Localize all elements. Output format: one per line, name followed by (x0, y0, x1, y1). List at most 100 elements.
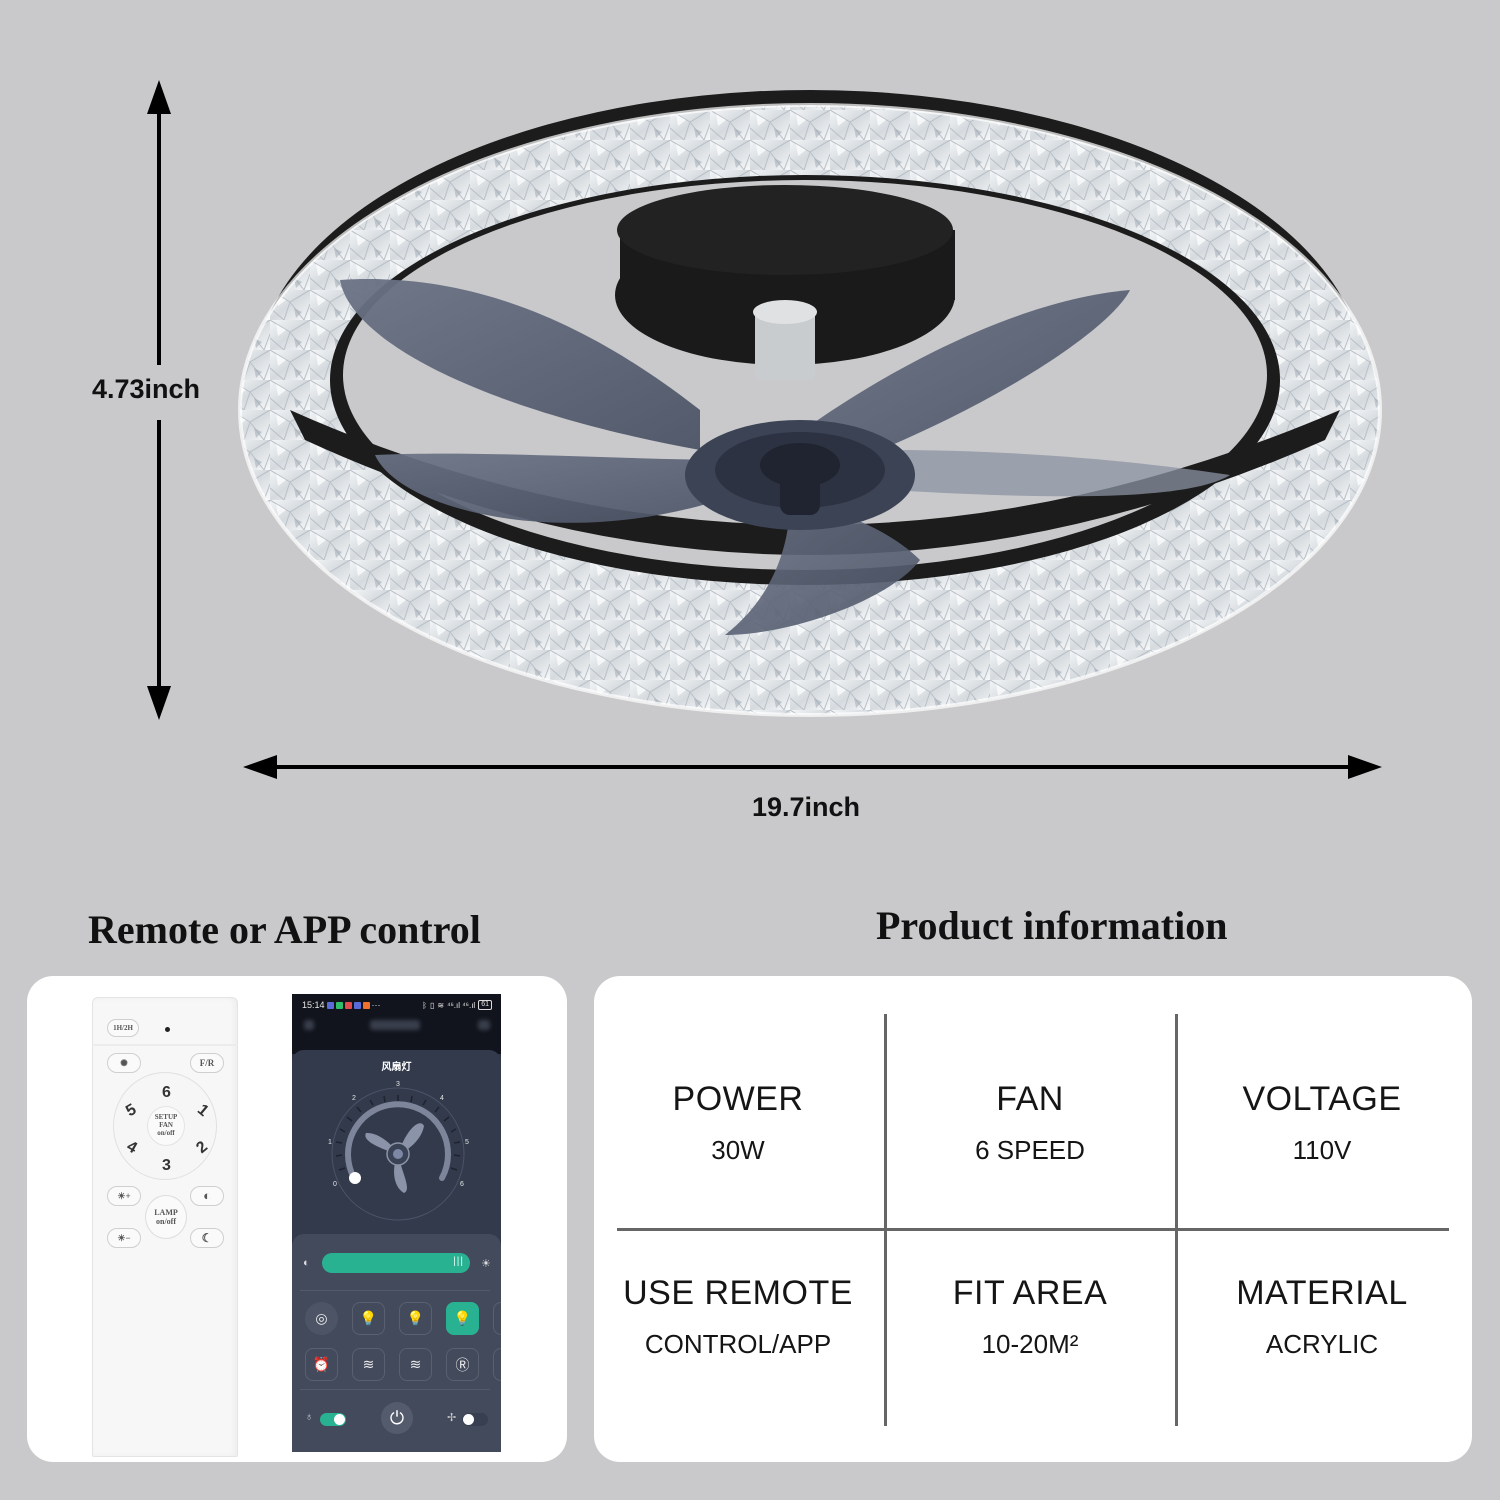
bluetooth-icon: ᛒ (422, 1000, 427, 1010)
panel-divider (300, 1389, 490, 1390)
bulb-y-icon: 💡 (406, 1310, 425, 1326)
spec-label: USE REMOTE (623, 1274, 853, 1312)
timer-tile[interactable]: ⏰ (305, 1348, 338, 1381)
neutral-light-tile[interactable]: 💡 (446, 1302, 479, 1335)
signal-icon: ⁴⁶.ıl ⁴⁶.ıl (447, 1000, 476, 1010)
slider-grip[interactable]: ||| (453, 1256, 464, 1267)
dial-tick-1: 1 (328, 1139, 332, 1146)
home-button[interactable] (478, 1020, 490, 1030)
spec-value: 6 SPEED (975, 1135, 1085, 1165)
panel-divider (300, 1290, 490, 1291)
spec-label: FIT AREA (952, 1274, 1108, 1312)
spec-value: 110V (1292, 1135, 1352, 1165)
remote-fan-onoff-button[interactable]: SETUP FAN on/off (147, 1106, 185, 1146)
spec-power: POWER 30W (593, 1080, 883, 1166)
width-label: 19.7inch (752, 792, 861, 822)
fan-button-line2: FAN (159, 1121, 173, 1129)
spec-label: VOLTAGE (1242, 1080, 1402, 1118)
remote-lamp-onoff-button[interactable]: LAMP on/off (145, 1195, 187, 1239)
breeze-tile[interactable]: ≋ (399, 1348, 432, 1381)
remote-brightness-up-button[interactable]: ☀+ (107, 1186, 141, 1206)
grid-divider-horizontal (617, 1228, 1449, 1231)
spec-label: MATERIAL (1236, 1274, 1408, 1312)
dial-tick-2: 2 (352, 1095, 356, 1102)
speed-3-button[interactable]: 3 (162, 1157, 171, 1174)
remote-night-mode-button[interactable]: ☾ (190, 1228, 224, 1248)
status-left: 15:14 ··· (302, 1000, 381, 1010)
remote-separator (92, 1044, 238, 1046)
dial-tick-5: 5 (465, 1139, 469, 1146)
bulb-w-icon: 💡 (359, 1310, 378, 1326)
arrow-up-icon (147, 80, 171, 114)
arrow-right-icon (1348, 755, 1382, 779)
grid-divider-vertical (884, 1014, 887, 1426)
product-info-card (594, 976, 1472, 1462)
toggle-knob (334, 1414, 345, 1425)
yellow-light-tile[interactable]: 💡 (399, 1302, 432, 1335)
back-button[interactable] (304, 1020, 314, 1030)
height-line-bottom (157, 420, 161, 690)
reverse-icon: Ⓡ (455, 1356, 470, 1373)
more-tile-partial[interactable] (493, 1348, 501, 1381)
notification-app-icon (353, 1001, 361, 1009)
dial-tick-0: 0 (333, 1181, 337, 1188)
bulb-icon: ♁ (305, 1411, 314, 1423)
fan-icon: ✺ (120, 1057, 128, 1068)
natural-wind-tile[interactable]: ≋ (352, 1348, 385, 1381)
remote-forward-reverse-button[interactable]: F/R (190, 1053, 224, 1073)
spec-value: CONTROL/APP (644, 1329, 832, 1359)
grid-divider-vertical (1175, 1014, 1178, 1426)
remote-speed-wheel (113, 1072, 217, 1180)
remote-color-temp-button[interactable]: ◐ (190, 1186, 224, 1206)
fan-button-line3: on/off (157, 1129, 175, 1137)
remote-fan-button[interactable]: ✺ (107, 1053, 141, 1073)
warm-light-tile[interactable]: 💡 (352, 1302, 385, 1335)
fan-speed-dial[interactable]: 0 1 2 3 4 5 6 (292, 1068, 501, 1238)
dial-tick-6: 6 (460, 1181, 464, 1188)
arrow-down-icon (147, 686, 171, 720)
vibrate-icon: ▯ (429, 1000, 435, 1010)
fan-toggle[interactable] (462, 1413, 488, 1426)
wind-leaf-icon: ≋ (362, 1356, 375, 1372)
toggle-knob (463, 1414, 474, 1425)
spec-label: POWER (672, 1080, 804, 1118)
status-time: 15:14 (302, 1000, 325, 1010)
status-more: ··· (371, 1000, 381, 1010)
speed-6-button[interactable]: 6 (162, 1084, 171, 1101)
phone-app-screen: 15:14 ··· ᛒ ▯ ≋ ⁴⁶.ıl ⁴⁶.ıl 61 风扇灯 (292, 994, 501, 1452)
moon-icon: ☾ (201, 1230, 213, 1245)
reverse-tile[interactable]: Ⓡ (446, 1348, 479, 1381)
power-icon: ⏻ (389, 1407, 405, 1428)
spec-value: ACRYLIC (1265, 1329, 1379, 1359)
color-temp-icon: ◐ (203, 1188, 211, 1203)
spec-value: 10-20M² (981, 1329, 1079, 1359)
remote-brightness-down-button[interactable]: ☀− (107, 1228, 141, 1248)
lamp-button-line2: on/off (156, 1217, 176, 1226)
brightness-low-icon: ◐ (303, 1257, 310, 1269)
notification-app-icon (326, 1001, 334, 1009)
remote-timer-button[interactable]: 1H/2H (107, 1019, 139, 1037)
width-line (270, 765, 1360, 769)
notification-app-icon (344, 1001, 352, 1009)
product-info-heading: Product information (876, 903, 1228, 948)
brightness-high-icon: ☀ (481, 1258, 491, 1270)
more-tile-partial[interactable] (493, 1302, 501, 1335)
remote-pair-tile[interactable]: ◎ (305, 1302, 338, 1335)
dial-tick-4: 4 (440, 1095, 444, 1102)
status-right: ᛒ ▯ ≋ ⁴⁶.ıl ⁴⁶.ıl 61 (422, 1000, 492, 1010)
height-line-top (157, 110, 161, 365)
status-bar: 15:14 ··· ᛒ ▯ ≋ ⁴⁶.ıl ⁴⁶.ıl 61 (302, 998, 492, 1012)
light-toggle[interactable] (320, 1413, 346, 1426)
remote-indicator-led (165, 1027, 170, 1032)
remote-section-heading: Remote or APP control (88, 907, 481, 952)
spec-material: MATERIAL ACRYLIC (1177, 1274, 1467, 1360)
spec-use-remote: USE REMOTE CONTROL/APP (593, 1274, 883, 1360)
power-button[interactable]: ⏻ (381, 1402, 413, 1434)
dial-knob (349, 1172, 361, 1184)
spec-label: FAN (996, 1080, 1064, 1118)
brightness-slider[interactable]: ||| (322, 1253, 470, 1273)
alarm-clock-icon: ⏰ (312, 1356, 331, 1372)
product-image-ceiling-fan (230, 80, 1400, 740)
fan-button-line1: SETUP (154, 1113, 178, 1121)
height-label: 4.73inch (92, 374, 201, 404)
